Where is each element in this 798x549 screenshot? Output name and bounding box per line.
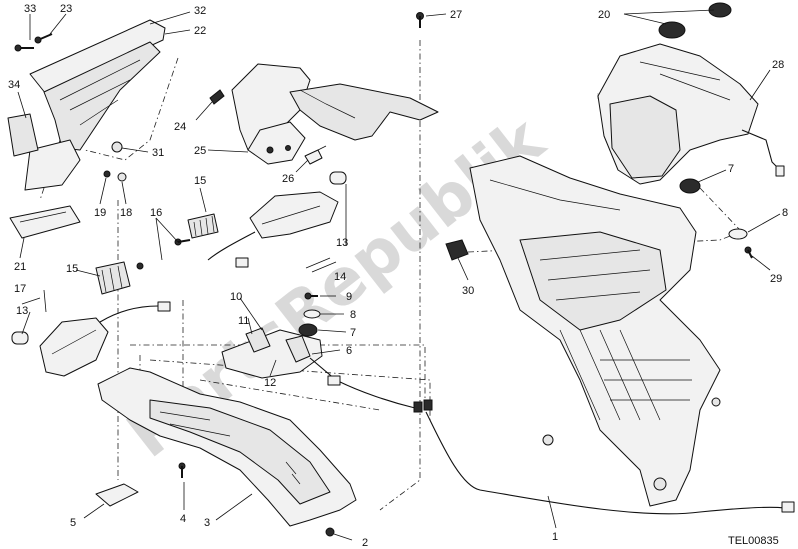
callout-27: 27 bbox=[450, 9, 462, 21]
callout-7-right: 7 bbox=[728, 163, 734, 175]
callout-13-upper: 13 bbox=[336, 237, 348, 249]
screw-29 bbox=[744, 246, 753, 259]
clip-24 bbox=[209, 89, 225, 105]
rear-subframe bbox=[469, 155, 721, 507]
plate-light bbox=[9, 205, 81, 239]
callout-32: 32 bbox=[194, 5, 206, 17]
callout-1: 1 bbox=[552, 531, 558, 543]
callout-3: 3 bbox=[204, 517, 210, 529]
nut-19 bbox=[103, 170, 111, 178]
screw-33 bbox=[14, 44, 34, 52]
callout-6: 6 bbox=[346, 345, 352, 357]
callout-21: 21 bbox=[14, 261, 26, 273]
turn-signal-left bbox=[39, 261, 171, 377]
reflector bbox=[7, 113, 39, 157]
callout-24: 24 bbox=[174, 121, 186, 133]
callout-5: 5 bbox=[70, 517, 76, 529]
callout-31: 31 bbox=[152, 147, 164, 159]
callout-25: 25 bbox=[194, 145, 206, 157]
lower-mudguard bbox=[97, 367, 357, 527]
control-unit-cover bbox=[597, 43, 785, 185]
callout-29: 29 bbox=[770, 273, 782, 285]
wire-harness-1 bbox=[425, 411, 785, 515]
turn-signal-right bbox=[187, 191, 339, 268]
nut-31 bbox=[111, 141, 123, 153]
callout-2: 2 bbox=[362, 537, 368, 549]
screw-23 bbox=[34, 33, 53, 44]
grommet-30 bbox=[445, 239, 469, 261]
callout-28: 28 bbox=[772, 59, 784, 71]
connector-26 bbox=[304, 145, 327, 165]
callout-12: 12 bbox=[264, 377, 276, 389]
callout-11: 11 bbox=[238, 315, 249, 327]
bulb-13-lower bbox=[11, 331, 29, 345]
callout-10: 10 bbox=[230, 291, 242, 303]
callout-16: 16 bbox=[150, 207, 162, 219]
callout-8-center: 8 bbox=[350, 309, 356, 321]
callout-13-lower: 13 bbox=[16, 305, 28, 317]
screw-2 bbox=[325, 527, 335, 537]
callout-18: 18 bbox=[120, 207, 132, 219]
grommet-stack bbox=[298, 292, 321, 337]
callout-34: 34 bbox=[8, 79, 20, 91]
callout-9: 9 bbox=[346, 291, 352, 303]
sensor-bracket bbox=[221, 327, 433, 413]
leader-lines bbox=[17, 9, 781, 541]
screw-16 bbox=[136, 238, 191, 270]
callout-22: 22 bbox=[194, 25, 206, 37]
callout-23: 23 bbox=[60, 3, 72, 15]
callout-15-lower: 15 bbox=[66, 263, 78, 275]
callout-14: 14 bbox=[334, 271, 346, 283]
callout-4: 4 bbox=[180, 513, 186, 525]
wire-14 bbox=[305, 257, 337, 273]
callout-33: 33 bbox=[24, 3, 36, 15]
tail-light-housing bbox=[231, 63, 439, 165]
callout-26: 26 bbox=[282, 173, 294, 185]
callout-7-center: 7 bbox=[350, 327, 356, 339]
harness-connector bbox=[781, 501, 795, 513]
bulb-13-upper bbox=[329, 171, 347, 185]
cover-5 bbox=[95, 483, 139, 507]
callout-17: 17 bbox=[14, 283, 26, 295]
screw-27 bbox=[416, 12, 424, 28]
grommet-7-right bbox=[679, 178, 701, 194]
callout-labels: 33 23 32 22 34 31 19 18 21 24 25 26 27 2… bbox=[8, 3, 788, 549]
callout-19: 19 bbox=[94, 207, 106, 219]
rubber-pad-20a bbox=[658, 21, 686, 39]
plate-holder-bracket bbox=[24, 19, 166, 191]
drawing-code: TEL00835 bbox=[728, 535, 779, 547]
washer-8-right bbox=[728, 228, 748, 240]
wire-17 bbox=[21, 289, 47, 313]
callout-8-right: 8 bbox=[782, 207, 788, 219]
nut-18 bbox=[117, 172, 127, 182]
callout-30: 30 bbox=[462, 285, 474, 297]
callout-20: 20 bbox=[598, 9, 610, 21]
callout-15-upper: 15 bbox=[194, 175, 206, 187]
